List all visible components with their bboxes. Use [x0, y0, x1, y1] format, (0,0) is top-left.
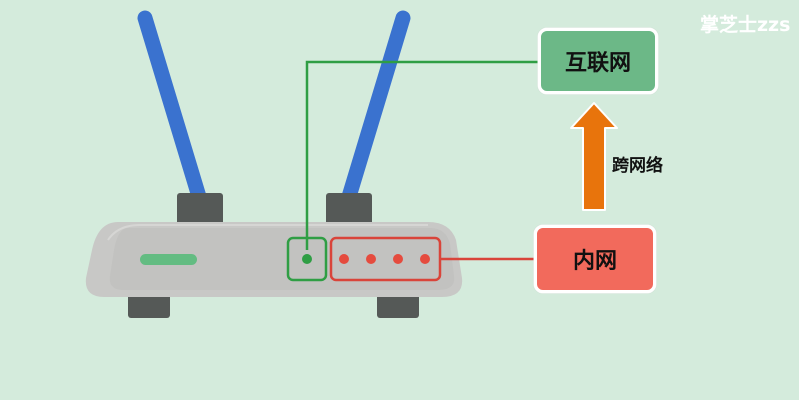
lan-port-led-4 — [420, 254, 430, 264]
intranet-box: 内网 — [534, 225, 656, 293]
router-power-indicator — [140, 254, 197, 265]
lan-port-led-3 — [393, 254, 403, 264]
antenna-left-base — [177, 193, 223, 225]
lan-port-led-2 — [366, 254, 376, 264]
intranet-label: 内网 — [572, 249, 617, 274]
wan-connection-line — [305, 60, 540, 250]
wan-port-led — [302, 254, 312, 264]
arrow-up-icon — [570, 102, 618, 211]
internet-label: 互联网 — [564, 51, 631, 76]
cross-network-label: 跨网络 — [612, 155, 663, 176]
lan-port-led-1 — [339, 254, 349, 264]
router-icon — [85, 222, 463, 297]
antenna-right-icon — [340, 10, 411, 208]
watermark: 掌芝士zzs — [700, 13, 791, 36]
antenna-left-icon — [137, 10, 208, 208]
internet-box: 互联网 — [538, 28, 658, 94]
antenna-right-base — [326, 193, 372, 225]
